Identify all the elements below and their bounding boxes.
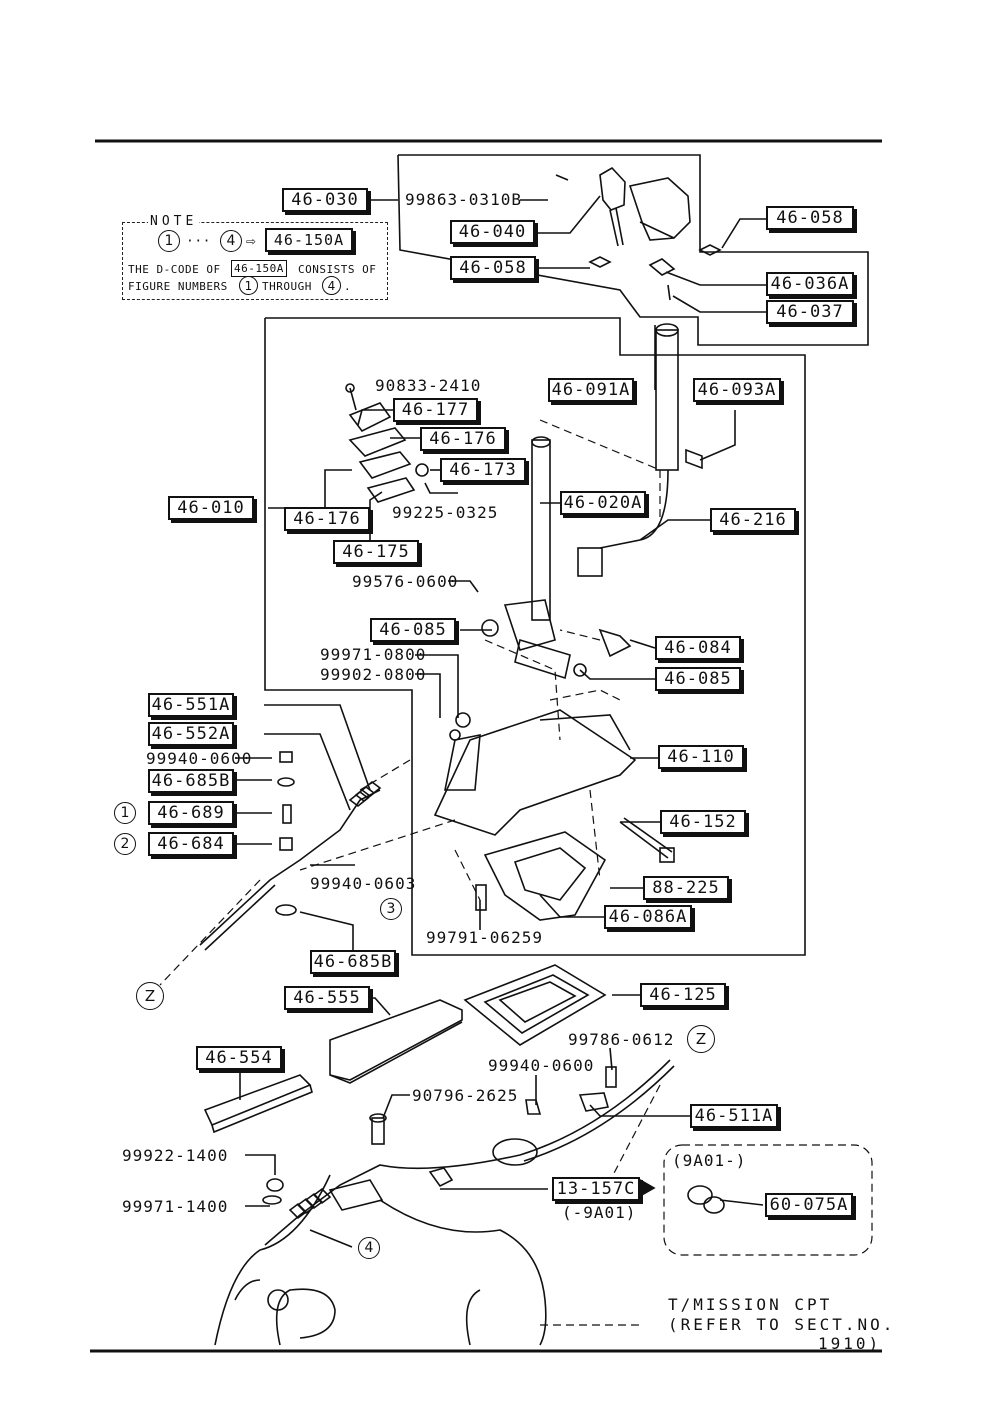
part-number-99940-0603: 99940-0603 — [310, 874, 417, 893]
part-46-093A[interactable]: 46-093A — [693, 378, 781, 402]
part-46-176-lower[interactable]: 46-176 — [284, 507, 370, 531]
callout-3: 3 — [380, 898, 402, 920]
part-46-685B-lower[interactable]: 46-685B — [310, 950, 396, 974]
callout-1: 1 — [114, 802, 136, 824]
part-46-020A[interactable]: 46-020A — [560, 491, 646, 515]
note-line-2-start: 1 — [239, 276, 258, 295]
part-46-058-upper[interactable]: 46-058 — [766, 206, 854, 230]
note-range-start: 1 — [158, 230, 180, 252]
part-46-689[interactable]: 46-689 — [148, 801, 234, 825]
note-title: NOTE — [148, 214, 200, 229]
part-46-552A[interactable]: 46-552A — [148, 722, 234, 746]
part-46-037[interactable]: 46-037 — [766, 300, 854, 324]
part-46-058-lower[interactable]: 46-058 — [450, 256, 536, 280]
part-46-110[interactable]: 46-110 — [658, 745, 744, 769]
note-line-2-mid: THROUGH — [262, 280, 312, 293]
note-line-2-end: 4 — [322, 276, 341, 295]
part-46-036A[interactable]: 46-036A — [766, 272, 854, 296]
note-range-separator: ··· — [186, 234, 211, 249]
part-60-075A[interactable]: 60-075A — [765, 1193, 853, 1217]
callout-z-right: Z — [687, 1025, 715, 1053]
footer-reference-line-1: T/MISSION CPT — [668, 1295, 833, 1314]
part-number-99791-06259: 99791-06259 — [426, 928, 543, 947]
part-number-99971-1400: 99971-1400 — [122, 1197, 229, 1216]
footer-reference-line-3: 1910) — [818, 1334, 882, 1353]
part-46-551A[interactable]: 46-551A — [148, 693, 234, 717]
part-46-040[interactable]: 46-040 — [450, 220, 535, 244]
note-line-1-suffix: CONSISTS OF — [298, 263, 377, 276]
part-number-99786-0612: 99786-0612 — [568, 1030, 675, 1049]
callout-z-left: Z — [136, 982, 164, 1010]
part-46-152[interactable]: 46-152 — [660, 810, 746, 834]
footer-reference-line-2: (REFER TO SECT.NO. — [668, 1315, 896, 1334]
note-range-end: 4 — [220, 230, 242, 252]
part-46-216[interactable]: 46-216 — [710, 508, 796, 532]
part-46-555[interactable]: 46-555 — [284, 986, 370, 1010]
part-number-90833-2410: 90833-2410 — [375, 376, 482, 395]
part-46-511A[interactable]: 46-511A — [690, 1104, 778, 1128]
note-line-1-code: 46-150A — [231, 260, 287, 277]
part-46-091A[interactable]: 46-091A — [548, 378, 634, 402]
part-46-085-lower[interactable]: 46-085 — [655, 667, 741, 691]
part-number-99940-0600-upper: 99940-0600 — [146, 749, 253, 768]
note-line-2-prefix: FIGURE NUMBERS — [128, 280, 228, 293]
part-46-176-upper[interactable]: 46-176 — [420, 427, 506, 451]
part-46-173[interactable]: 46-173 — [440, 458, 526, 482]
part-46-030[interactable]: 46-030 — [282, 188, 368, 212]
part-number-99971-0800: 99971-0800 — [320, 645, 427, 664]
part-88-225[interactable]: 88-225 — [643, 876, 729, 900]
part-46-085-upper[interactable]: 46-085 — [370, 618, 456, 642]
part-46-685B-upper[interactable]: 46-685B — [148, 769, 234, 793]
part-46-684[interactable]: 46-684 — [148, 832, 234, 856]
part-number-99225-0325: 99225-0325 — [392, 503, 499, 522]
part-46-554[interactable]: 46-554 — [196, 1046, 282, 1070]
note-frame — [122, 222, 388, 300]
part-number-99576-0600: 99576-0600 — [352, 572, 459, 591]
part-number-99922-1400: 99922-1400 — [122, 1146, 229, 1165]
part-number-90796-2625: 90796-2625 — [412, 1086, 519, 1105]
part-46-084[interactable]: 46-084 — [655, 636, 741, 660]
part-number-99863-0310B: 99863-0310B — [405, 190, 522, 209]
part-46-177[interactable]: 46-177 — [393, 398, 478, 422]
part-46-175[interactable]: 46-175 — [333, 540, 419, 564]
callout-2: 2 — [114, 833, 136, 855]
note-code-box[interactable]: 46-150A — [265, 228, 353, 252]
model-range-to-9A01: (-9A01) — [562, 1203, 637, 1222]
note-line-1-prefix: THE D-CODE OF — [128, 263, 221, 276]
note-line-2-period: . — [344, 280, 352, 293]
part-46-125[interactable]: 46-125 — [640, 983, 726, 1007]
callout-4: 4 — [358, 1237, 380, 1259]
note-arrow: ⇨ — [246, 231, 257, 250]
part-46-086A[interactable]: 46-086A — [604, 905, 692, 929]
part-number-99902-0800: 99902-0800 — [320, 665, 427, 684]
part-13-157C[interactable]: 13-157C — [552, 1177, 640, 1201]
part-46-010[interactable]: 46-010 — [168, 496, 254, 520]
part-number-99940-0600-lower: 99940-0600 — [488, 1056, 595, 1075]
model-range-from-9A01: (9A01-) — [672, 1151, 747, 1170]
